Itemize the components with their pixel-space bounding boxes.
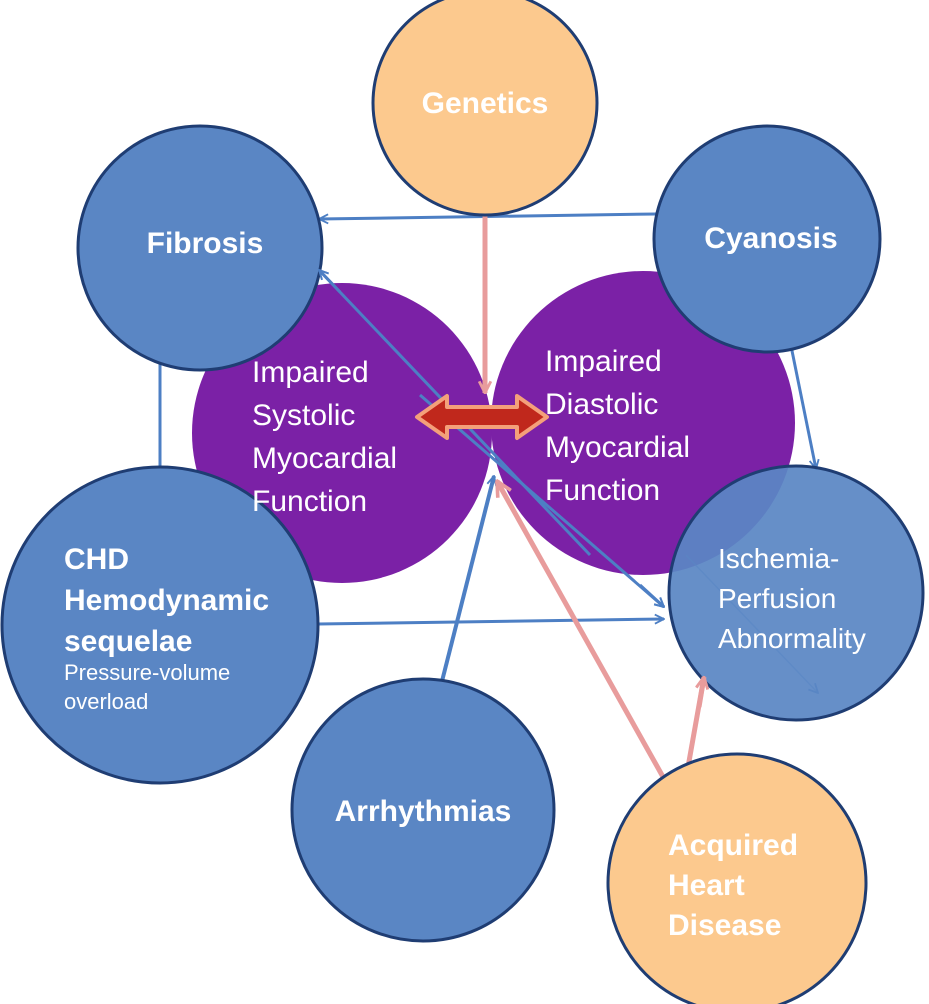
fibrosis-node	[76, 124, 324, 372]
genetics-label: Genetics	[422, 87, 549, 120]
chd-label-line-2: Hemodynamic	[64, 584, 269, 617]
edge-arrhythmias-to-function	[436, 476, 494, 698]
chd-sublabel-line-2: overload	[64, 689, 148, 714]
diastolic-label-line-4: Function	[545, 474, 660, 507]
acquired-label-line-3: Disease	[668, 909, 781, 942]
systolic-label-line-1: Impaired	[252, 356, 369, 389]
diastolic-label-line-1: Impaired	[545, 345, 662, 378]
edge-acquired-to-function	[494, 481, 670, 786]
chd-node	[0, 465, 320, 785]
edge-cyanosis-to-ischemia	[787, 335, 816, 469]
cyanosis-node	[652, 124, 882, 354]
acquired-label-line-2: Heart	[668, 869, 745, 902]
chd-sublabel-line-1: Pressure-volume	[64, 660, 230, 685]
acquired-label-line-1: Acquired	[668, 829, 798, 862]
ischemia-label-line-3: Abnormality	[718, 623, 866, 654]
diastolic-label-line-3: Myocardial	[545, 431, 690, 464]
genetics-node	[371, 0, 599, 217]
ischemia-node	[667, 464, 925, 722]
edge-acquired-to-ischemia-head	[699, 677, 704, 708]
edge-ischemia-to-fibrosis-head	[319, 270, 342, 294]
systolic-label-line-2: Systolic	[252, 399, 355, 432]
acquired-node	[606, 752, 868, 1004]
edge-fibrosis-to-ischemia	[419, 393, 664, 607]
ischemia-label-line-1: Ischemia-	[718, 543, 839, 574]
fibrosis-label: Fibrosis	[147, 227, 264, 260]
edge-chd-to-ischemia	[317, 619, 664, 626]
ischemia-label-line-2: Perfusion	[718, 583, 836, 614]
diastolic-label-line-2: Diastolic	[545, 388, 658, 421]
chd-label-line-1: CHD	[64, 543, 129, 576]
systolic-label-line-4: Function	[252, 485, 367, 518]
arrhythmias-label: Arrhythmias	[335, 795, 512, 828]
edge-fibrosis-to-ischemia-tail	[638, 583, 664, 607]
systolic-diastolic-double-arrow	[415, 394, 549, 440]
arrhythmias-node	[290, 677, 556, 943]
cyanosis-label: Cyanosis	[704, 222, 837, 255]
systolic-label-line-3: Myocardial	[252, 442, 397, 475]
chd-label-line-3: sequelae	[64, 625, 192, 658]
